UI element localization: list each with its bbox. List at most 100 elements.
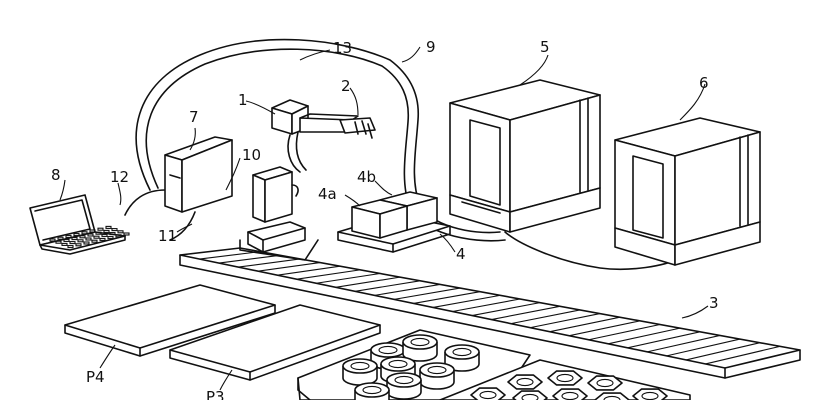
conveyor-slat bbox=[413, 291, 481, 304]
conveyor-slat bbox=[218, 254, 281, 264]
label-13: 13 bbox=[333, 39, 352, 57]
plate-P4 bbox=[64, 284, 276, 357]
label-4: 4 bbox=[456, 245, 466, 263]
label-9: 9 bbox=[426, 38, 436, 56]
conveyor-slat bbox=[549, 316, 621, 333]
laptop-key bbox=[77, 239, 84, 243]
machine-6 bbox=[614, 117, 761, 266]
laptop-key bbox=[61, 242, 68, 246]
cylinder-part bbox=[354, 382, 390, 400]
conveyor-slat bbox=[530, 313, 601, 329]
conveyor-slat bbox=[355, 280, 421, 292]
label-8: 8 bbox=[51, 166, 61, 184]
label-10: 10 bbox=[242, 146, 261, 164]
conveyor-slat bbox=[666, 338, 741, 357]
label-4b: 4b bbox=[357, 168, 376, 186]
laptop-key bbox=[87, 233, 94, 237]
label-11: 11 bbox=[158, 227, 177, 245]
cylinder-part bbox=[402, 334, 438, 362]
cable-11 bbox=[169, 211, 196, 241]
laptop-key bbox=[117, 230, 124, 234]
conveyor-slat bbox=[335, 276, 401, 288]
laptop-key bbox=[115, 234, 122, 238]
laptop-key bbox=[101, 233, 108, 237]
laptop-key bbox=[55, 240, 62, 244]
pallet-with-cylinders bbox=[297, 329, 531, 400]
laptop-key bbox=[97, 227, 104, 231]
label-6: 6 bbox=[699, 74, 709, 92]
conveyor-slat bbox=[627, 331, 701, 349]
conveyor-slat bbox=[296, 269, 361, 280]
cylinder-part bbox=[419, 362, 455, 390]
label-P3: P3 bbox=[206, 388, 225, 400]
conveyor-slat bbox=[316, 272, 381, 284]
laptop-key bbox=[123, 232, 130, 236]
label-4a: 4a bbox=[318, 185, 337, 203]
conveyor-slat bbox=[374, 283, 441, 296]
conveyor-slat bbox=[491, 305, 561, 321]
hex-nut-part bbox=[547, 370, 583, 386]
laptop-key bbox=[79, 235, 86, 239]
laptop-key bbox=[63, 238, 70, 242]
laptop-key bbox=[93, 235, 100, 239]
label-7: 7 bbox=[189, 108, 199, 126]
conveyor-slat bbox=[647, 334, 721, 353]
laptop-key bbox=[71, 237, 78, 241]
cylinder-part bbox=[386, 372, 422, 400]
pallet-with-nuts bbox=[439, 359, 691, 400]
laptop-key bbox=[83, 241, 90, 245]
laptop-8 bbox=[29, 194, 130, 255]
conveyor-slat bbox=[394, 287, 461, 300]
machine-5 bbox=[449, 79, 601, 233]
laptop-key bbox=[89, 229, 96, 233]
conveyor-slat bbox=[432, 294, 501, 309]
laptop-key bbox=[103, 229, 110, 233]
gripper-2 bbox=[339, 117, 376, 139]
conveyor-slat bbox=[238, 258, 301, 268]
cylinder-part bbox=[342, 358, 378, 386]
laptop-key bbox=[109, 232, 116, 236]
laptop-key bbox=[65, 234, 72, 238]
laptop-key bbox=[75, 243, 82, 247]
conveyor-slat bbox=[471, 302, 541, 317]
conveyor-slat bbox=[277, 265, 341, 276]
conveyor-3 bbox=[179, 247, 801, 379]
workpiece-4a bbox=[351, 199, 408, 239]
hex-nut-part bbox=[587, 375, 623, 391]
laptop-key bbox=[99, 237, 106, 241]
laptop-key bbox=[95, 231, 102, 235]
laptop-key bbox=[91, 239, 98, 243]
conveyor-slat bbox=[569, 320, 641, 337]
conveyor-slat bbox=[199, 251, 261, 260]
laptop-key bbox=[69, 241, 76, 245]
label-3: 3 bbox=[709, 294, 719, 312]
label-12: 12 bbox=[110, 168, 129, 186]
laptop-key bbox=[67, 245, 74, 249]
conveyor-slat bbox=[608, 327, 681, 345]
laptop-key bbox=[73, 233, 80, 237]
controller-7 bbox=[164, 136, 233, 213]
hex-nut-part bbox=[512, 390, 548, 400]
plate-P3 bbox=[169, 304, 381, 381]
robot-1 bbox=[271, 99, 359, 135]
hex-nut-part bbox=[470, 387, 506, 400]
laptop-key bbox=[49, 238, 56, 242]
label-2: 2 bbox=[341, 77, 351, 95]
laptop-key bbox=[107, 236, 114, 240]
hex-nut-part bbox=[632, 388, 668, 400]
cable-12 bbox=[124, 189, 166, 216]
label-5: 5 bbox=[540, 38, 550, 56]
label-P4: P4 bbox=[86, 368, 105, 386]
laptop-key bbox=[81, 231, 88, 235]
leader-lines bbox=[59, 46, 709, 391]
conveyor-slat bbox=[705, 345, 781, 365]
conveyor-slat bbox=[510, 309, 581, 325]
laptop-key bbox=[85, 237, 92, 241]
conveyor-slat bbox=[257, 262, 321, 272]
camera-10 bbox=[239, 166, 319, 261]
hex-nut-part bbox=[507, 374, 543, 390]
conveyor-slat bbox=[452, 298, 521, 313]
label-1: 1 bbox=[238, 91, 248, 109]
laptop-key bbox=[105, 225, 112, 229]
